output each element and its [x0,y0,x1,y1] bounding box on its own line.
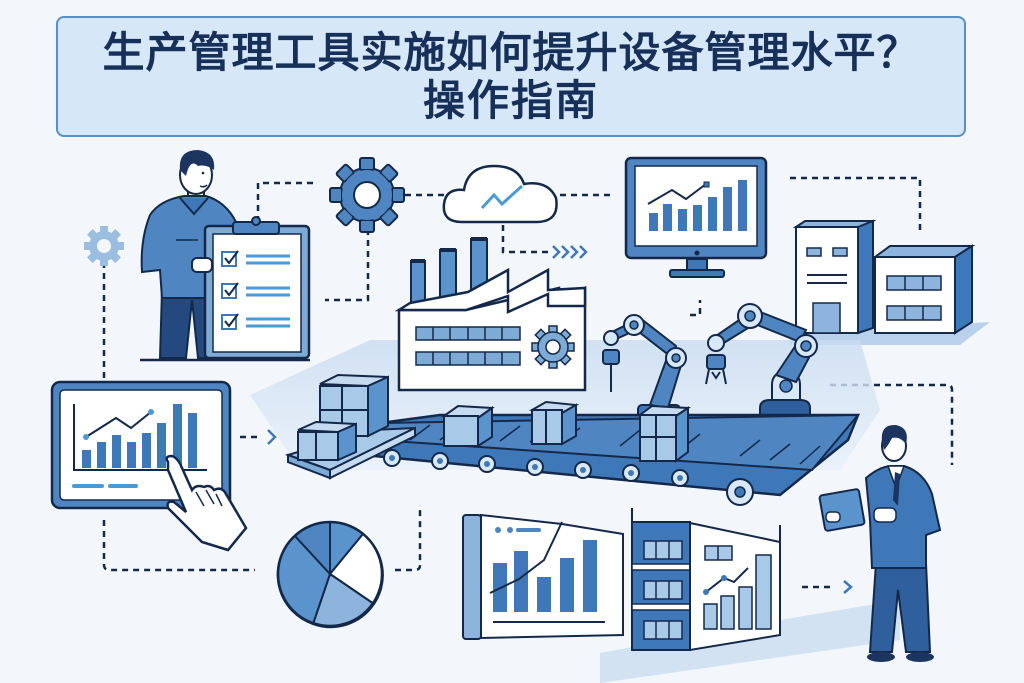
chevrons-right-icon [552,245,588,259]
chevron-right-icon [843,580,853,594]
boxes [284,373,692,480]
checklist [221,250,290,330]
arrow-heads [267,245,853,594]
connector-lines [102,176,954,589]
conveyor-belt [372,413,861,506]
factory-gear-icon [531,325,575,369]
manager-with-tablet [818,424,942,662]
title-line-1: 生产管理工具实施如何提升设备管理水平？ [102,28,920,78]
monitor-chart-icon [624,156,768,278]
chevron-right-icon [267,429,277,445]
checkbox-checked-icon [221,313,239,330]
checkbox-checked-icon [221,282,239,299]
robotic-arm-right [705,303,818,421]
checkbox-checked-icon [221,250,239,267]
factory-icon [394,237,587,392]
title-banner: 生产管理工具实施如何提升设备管理水平？ 操作指南 [56,16,966,137]
report-charts [462,508,900,683]
small-gear-icon [84,226,124,266]
office-buildings-icon [790,219,990,345]
title-line-2: 操作指南 [422,75,599,125]
pie-chart-icon [276,520,384,629]
cloud-analytics-icon [442,164,558,224]
gear-icon [329,157,405,233]
worker-with-checklist [140,150,311,362]
pointing-hand-icon [165,454,248,552]
